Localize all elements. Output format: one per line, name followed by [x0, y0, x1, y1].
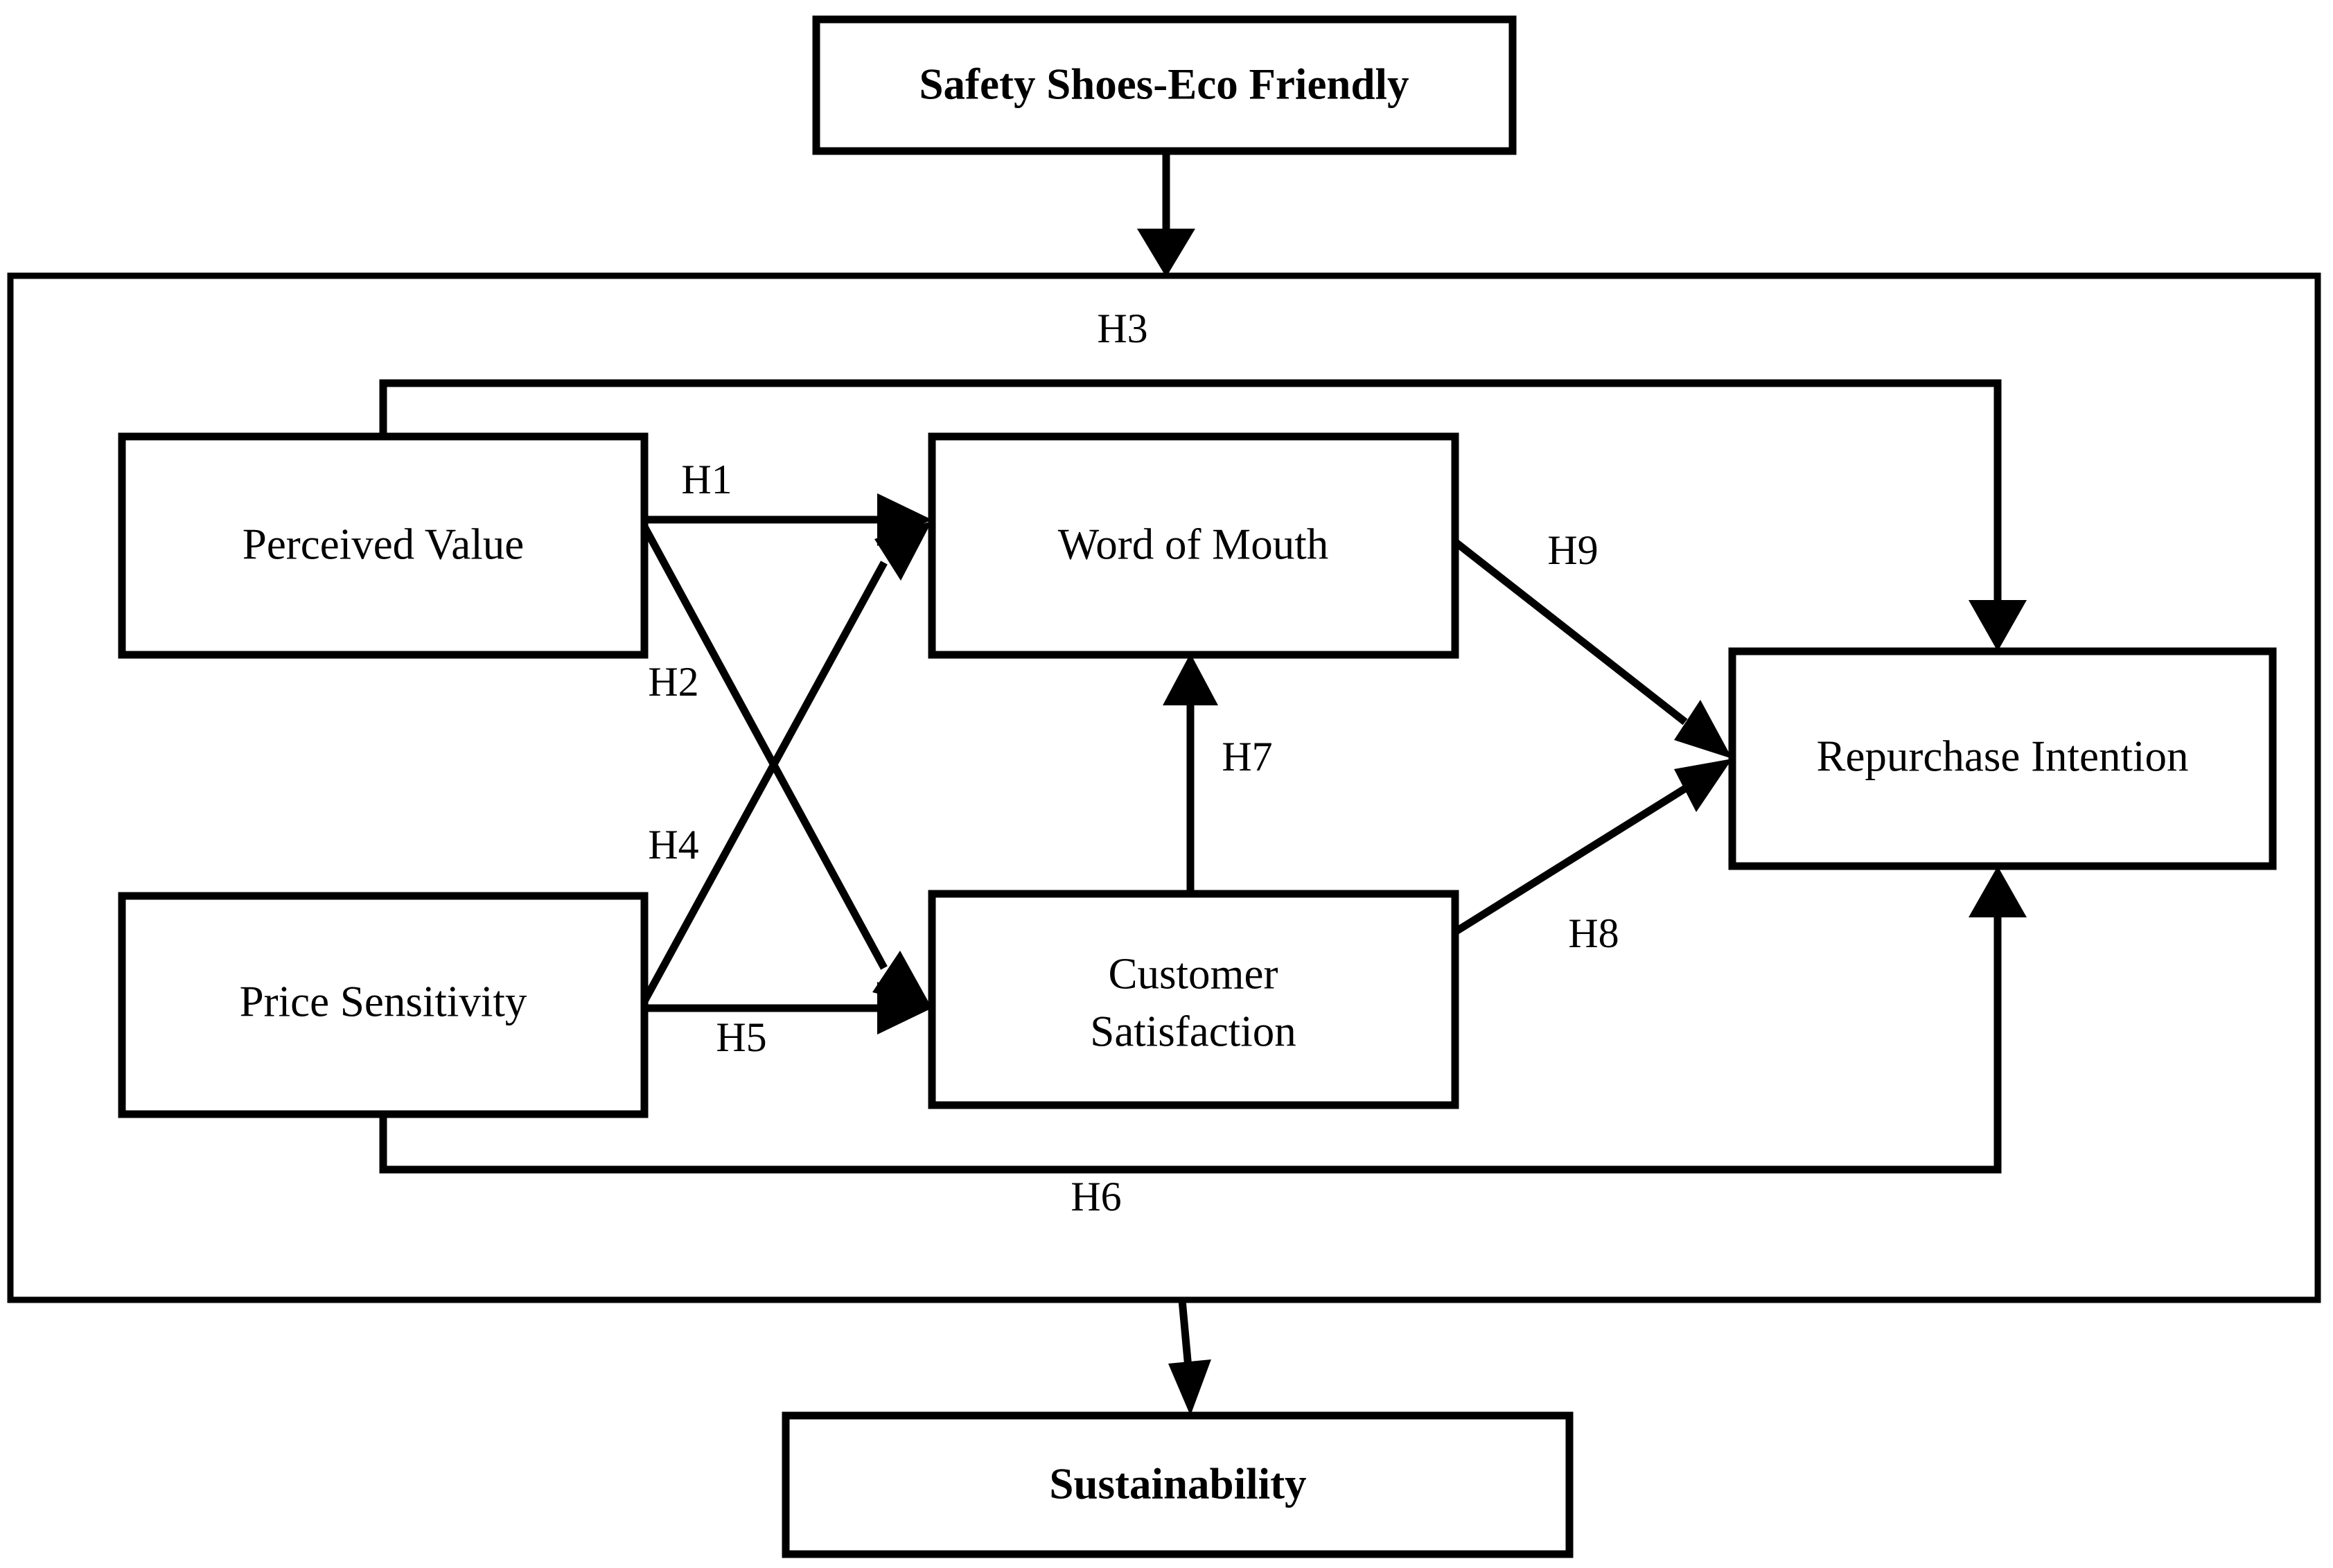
arrow-frame-to-sustainability: [1168, 1299, 1211, 1416]
arrow-head-down-icon: [1969, 600, 2027, 651]
repurchase-intention-label: Repurchase Intention: [1816, 732, 2188, 780]
hypothesis-label-h3: H3: [1097, 306, 1147, 351]
context-box-rect: [812, 15, 1517, 155]
link-h3: [379, 379, 2027, 651]
hypothesis-label-h8: H8: [1568, 910, 1619, 956]
arrow-head-right-icon: [877, 982, 932, 1034]
word-of-mouth-label: Word of Mouth: [1058, 520, 1328, 568]
customer-satisfaction-rect: [928, 890, 1459, 1109]
price-sensitivity-label: Price Sensitivity: [240, 977, 527, 1025]
hypothesis-label-h7: H7: [1222, 734, 1272, 779]
repurchase-intention-rect: [1728, 647, 2277, 870]
hypothesis-label-h2: H2: [648, 659, 698, 705]
arrow-head-right-icon: [877, 493, 932, 546]
link-h5: [644, 982, 932, 1034]
hypothesis-label-h9: H9: [1547, 527, 1598, 573]
arrow-head-up-icon: [1163, 653, 1218, 705]
construct-box-word-of-mouth[interactable]: Word of Mouth: [928, 432, 1459, 659]
link-h8: [1453, 759, 1732, 935]
sustainability-label: Sustainability: [1049, 1459, 1306, 1508]
hypothesis-label-h5: H5: [716, 1014, 766, 1060]
link-h6: [379, 866, 2027, 1174]
construct-box-repurchase-intention[interactable]: Repurchase Intention: [1728, 647, 2277, 870]
context-box-label: Safety Shoes-Eco Friendly: [919, 60, 1409, 108]
perceived-value-rect: [118, 432, 649, 659]
arrow-head-up-icon: [1969, 866, 2027, 917]
sustainability-rect: [782, 1411, 1574, 1558]
customer-satisfaction-label-line2: Satisfaction: [1090, 1007, 1296, 1055]
arrow-head-down-icon: [1137, 229, 1195, 277]
construct-box-perceived-value[interactable]: Perceived Value: [118, 432, 649, 659]
arrow-head-down-right-icon: [1674, 700, 1732, 759]
construct-box-price-sensitivity[interactable]: Price Sensitivity: [118, 892, 649, 1118]
link-h9: [1452, 538, 1732, 759]
customer-satisfaction-label-line1: Customer: [1109, 949, 1278, 998]
link-h7: [1163, 653, 1218, 894]
hypothesis-label-h1: H1: [681, 457, 732, 502]
hypothesis-label-h4: H4: [648, 822, 698, 867]
arrow-head-up-right-icon: [874, 521, 932, 581]
word-of-mouth-rect: [928, 432, 1459, 659]
price-sensitivity-rect: [118, 892, 649, 1118]
arrow-head-down-icon: [1168, 1359, 1211, 1416]
link-h2: [641, 525, 932, 1008]
link-h1: [644, 493, 932, 546]
link-h4: [641, 521, 932, 1003]
outcome-box-sustainability[interactable]: Sustainability: [782, 1411, 1574, 1558]
construct-box-customer-satisfaction[interactable]: Customer Satisfaction: [928, 890, 1459, 1109]
arrow-context-to-frame: [1137, 151, 1195, 277]
perceived-value-label: Perceived Value: [243, 520, 524, 568]
model-outer-frame: [7, 272, 2321, 1303]
hypothesis-label-h6: H6: [1071, 1174, 1121, 1219]
arrow-head-up-right-icon: [1674, 759, 1732, 812]
context-box-safety-shoes[interactable]: Safety Shoes-Eco Friendly: [812, 15, 1517, 155]
